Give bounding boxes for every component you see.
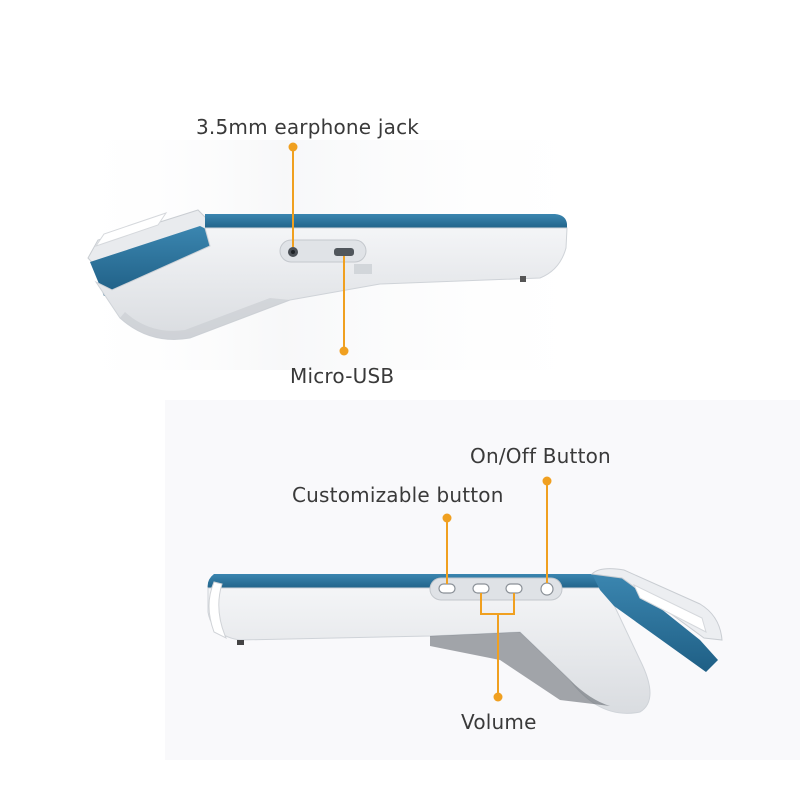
micro-usb-label: Micro-USB xyxy=(290,364,395,388)
customizable-button-label: Customizable button xyxy=(292,483,504,507)
device-top-handle-shadow xyxy=(120,298,290,340)
device-bottom-foot xyxy=(237,640,244,645)
callout-volume xyxy=(480,593,515,702)
device-bottom-blue-band-head xyxy=(592,574,718,672)
callout-earphone-jack xyxy=(288,142,298,247)
volume-label: Volume xyxy=(461,710,537,734)
device-bottom-view xyxy=(207,568,723,714)
on-off-button xyxy=(540,582,554,596)
device-top-view xyxy=(87,209,568,340)
device-bottom-underside xyxy=(430,632,610,706)
button-recess xyxy=(429,577,563,601)
device-top-blue-band xyxy=(205,214,567,230)
earphone-jack-label: 3.5mm earphone jack xyxy=(196,115,420,139)
callout-on-off-button xyxy=(542,476,552,583)
volume-down-button xyxy=(472,583,490,594)
callout-micro-usb xyxy=(339,256,349,356)
volume-up-button xyxy=(505,583,523,594)
device-top-blue-band-head xyxy=(90,226,214,296)
customizable-button xyxy=(438,583,456,594)
device-bottom-screen-edge xyxy=(632,583,707,633)
device-bottom-end-cap xyxy=(208,581,227,640)
device-top-foot xyxy=(520,276,526,282)
on-off-button-label: On/Off Button xyxy=(470,444,611,468)
device-top-screen-edge xyxy=(94,212,168,247)
micro-usb-port xyxy=(334,248,354,256)
callout-customizable-button xyxy=(442,513,452,584)
